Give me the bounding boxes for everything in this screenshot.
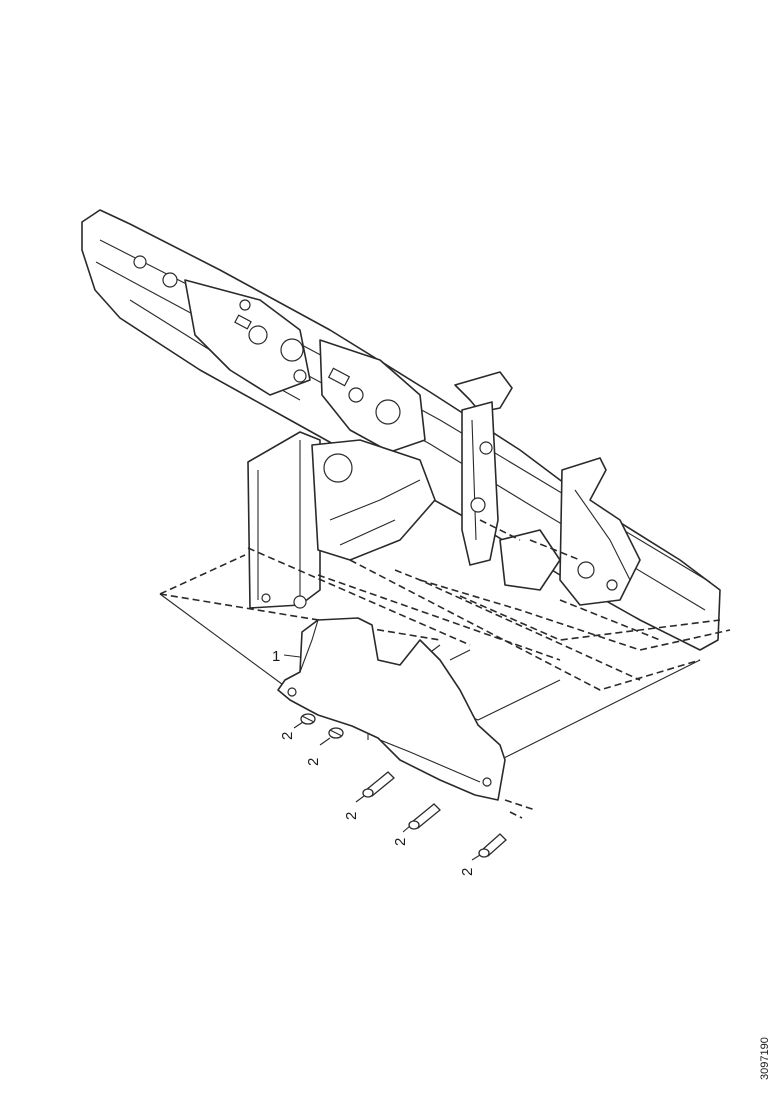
- bracket-hole: [606, 579, 618, 591]
- frame-hole: [375, 399, 401, 425]
- fastener-bolt: [300, 713, 316, 725]
- callout-label: 2: [392, 838, 409, 846]
- fastener-bolt: [478, 833, 507, 858]
- frame-hole: [248, 325, 268, 345]
- guard-mount-hole: [287, 687, 297, 697]
- fastener-bolt: [328, 727, 344, 739]
- callout-label: 2: [279, 732, 296, 740]
- frame-hole: [348, 387, 364, 403]
- frame-hole: [280, 338, 304, 362]
- frame-slot: [327, 367, 351, 387]
- guard-mount-hole: [482, 777, 492, 787]
- mounting-reference-lines: [159, 519, 731, 691]
- fastener-bolt: [362, 771, 395, 798]
- callout-label: 1: [272, 648, 280, 665]
- frame-hole: [293, 369, 307, 383]
- frame-hole: [239, 299, 251, 311]
- callout-2e: 2: [459, 854, 481, 876]
- bracket-hole: [577, 561, 595, 579]
- bracket-hole: [323, 453, 353, 483]
- bolt-insertion-lines: [504, 799, 536, 819]
- lever-assembly: [454, 371, 561, 591]
- underbody-guard-part-1: [277, 617, 506, 801]
- callout-label: 2: [459, 868, 476, 876]
- frame-slot: [234, 314, 252, 330]
- right-bracket: [559, 457, 641, 606]
- callout-label: 2: [343, 812, 360, 820]
- frame-hole: [162, 272, 178, 288]
- callout-2d: 2: [392, 825, 411, 846]
- callout-2b: 2: [305, 737, 331, 766]
- panel-fastener: [261, 593, 271, 603]
- callout-label: 2: [305, 758, 322, 766]
- center-bracket: [311, 439, 436, 561]
- side-bracket-panel: [247, 431, 321, 609]
- lever-pivot: [470, 497, 486, 513]
- callout-1: 1: [272, 648, 301, 665]
- fastener-bolt: [408, 803, 441, 830]
- callout-2a: 2: [279, 721, 304, 740]
- drawing-reference-code: 3097190: [759, 1037, 771, 1080]
- callout-2c: 2: [343, 795, 365, 820]
- lever-pivot: [479, 441, 493, 455]
- frame-hole: [133, 255, 147, 269]
- panel-fastener: [293, 595, 307, 609]
